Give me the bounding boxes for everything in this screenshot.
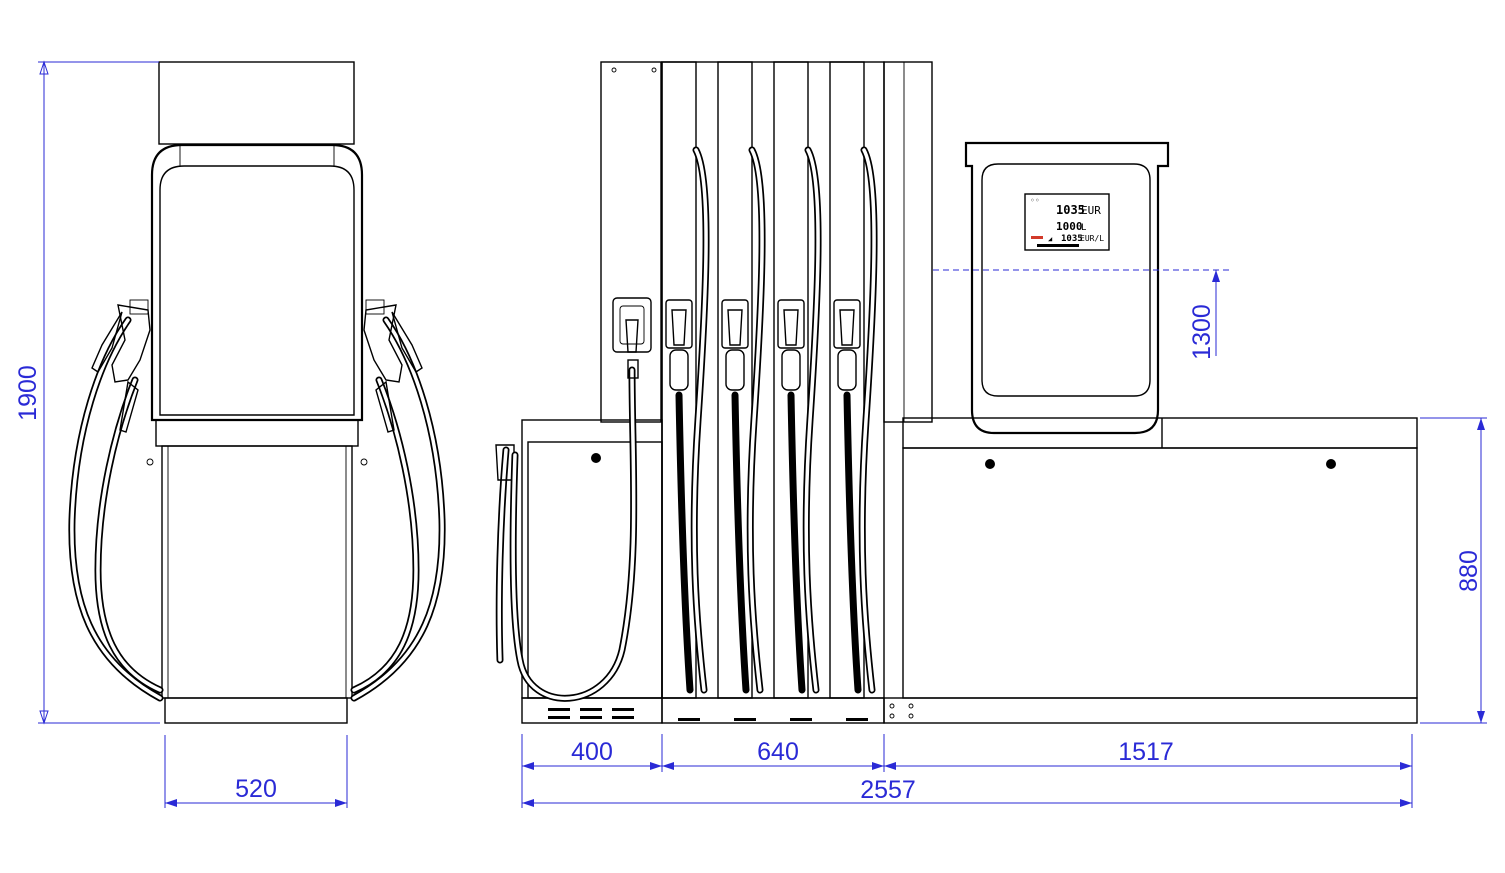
lcd-screen (1024, 193, 1110, 251)
lcd-amount: 1035 (1056, 203, 1085, 217)
side-hose-right-outer (350, 316, 446, 702)
nozzle-column-2 (717, 61, 766, 699)
front-vent-slots (548, 708, 634, 719)
lcd-red-indicator (1031, 236, 1043, 239)
side-head-housing (150, 143, 364, 422)
side-view (68, 61, 446, 724)
side-top-block (158, 61, 355, 145)
lcd-indicator-icon: ◦◦ (1030, 196, 1040, 205)
side-dimensions: 1900 520 (14, 60, 348, 808)
side-mid-band (155, 419, 359, 447)
side-hose-left-inner (94, 376, 164, 694)
front-right-cabinet (902, 447, 1418, 699)
lcd-volume: 1000 (1056, 220, 1083, 233)
side-hose-right-inner (350, 376, 420, 694)
front-view: ◦◦ 1035 EUR 1000 L ◢ 1035 EUR/L (495, 61, 1418, 724)
lcd-volume-unit: L (1081, 223, 1086, 233)
side-hose-left-outer (68, 316, 164, 702)
module-foot-slots (678, 718, 868, 721)
display-housing (964, 141, 1170, 435)
dim-width-b: 640 (757, 738, 799, 766)
front-hose-left (509, 366, 638, 702)
dim-width-c: 1517 (1118, 738, 1174, 766)
nozzle-column-4 (829, 61, 878, 699)
dim-width-side: 520 (235, 775, 277, 803)
dim-height-total: 1900 (14, 365, 42, 421)
side-lower-body (161, 445, 353, 699)
lcd-arrow-icon: ◢ (1048, 235, 1053, 243)
dim-height-base: 880 (1455, 550, 1483, 592)
dim-height-display: 1300 (1188, 304, 1216, 360)
side-plinth (164, 697, 348, 724)
side-nozzle-right (363, 299, 423, 433)
lcd-price-unit: EUR/L (1080, 234, 1104, 243)
dim-width-a: 400 (571, 738, 613, 766)
lcd-amount-unit: EUR (1081, 204, 1101, 217)
front-right-cabinet-top (902, 417, 1418, 449)
display-panel (981, 163, 1151, 397)
nozzle-column-3 (773, 61, 822, 699)
front-dimensions: 1300 880 400 640 1517 2557 (521, 269, 1487, 808)
lcd-price: 1035 (1061, 234, 1083, 244)
front-left-cabinet (521, 419, 663, 699)
nozzle-columns (661, 61, 878, 699)
side-head-inner (159, 165, 355, 416)
dim-width-total: 2557 (860, 776, 916, 804)
nozzle-column-1 (661, 61, 710, 699)
side-nozzle-left (91, 299, 151, 433)
